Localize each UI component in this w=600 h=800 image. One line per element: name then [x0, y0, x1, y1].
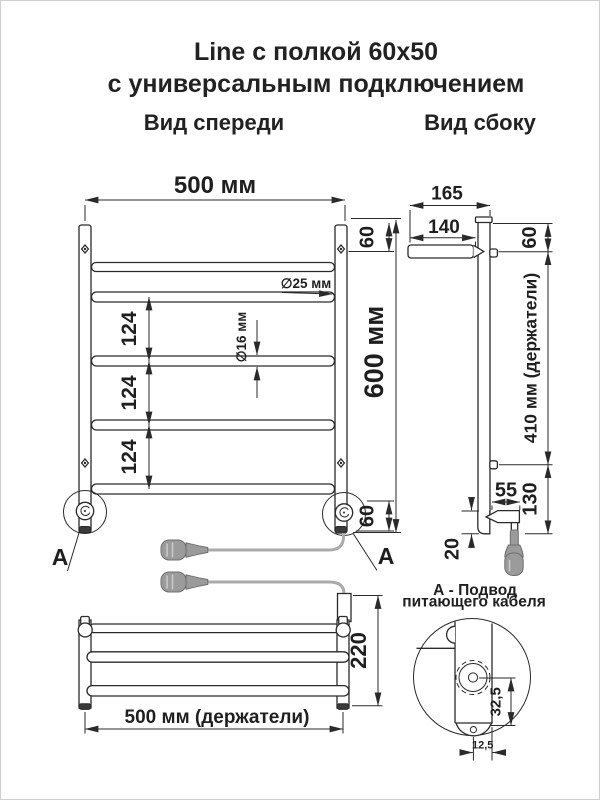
title-line-2: с универсальным подключением — [107, 70, 525, 98]
svg-text:∅25 мм: ∅25 мм — [281, 276, 332, 291]
post-bottom-cap — [78, 703, 92, 710]
shelf-rail — [86, 651, 350, 663]
side-shelf-tube — [407, 244, 475, 259]
dim-shelf-width: 500 мм (держатели) — [84, 707, 344, 734]
svg-text:500 мм (держатели): 500 мм (держатели) — [125, 707, 310, 728]
mount-screw — [80, 243, 90, 255]
dim-side-bracket-width: 55 — [491, 480, 521, 510]
svg-text:20: 20 — [442, 538, 464, 560]
shelf-weld-chevron — [473, 244, 486, 259]
detail-a-drawing: А - Подвод питающего кабеля 32,5 — [402, 582, 546, 761]
side-view-label: Вид сбоку — [424, 110, 536, 135]
page-title: Line с полкой 60x50 с универсальным подк… — [32, 36, 600, 100]
detail-circle — [413, 618, 531, 736]
holder-section-bump — [446, 625, 456, 644]
dim-side-bottom-span: 130 — [499, 464, 553, 535]
svg-text:55: 55 — [495, 480, 517, 502]
svg-text:124: 124 — [118, 311, 141, 346]
rung — [90, 419, 336, 431]
detail-marker-left: А — [52, 544, 69, 570]
dim-side-cable-offset: 20 — [442, 496, 479, 560]
cable-coil — [334, 503, 354, 522]
svg-text:124: 124 — [118, 439, 141, 474]
cable-upper — [207, 533, 345, 552]
rung — [90, 291, 336, 303]
post-bottom-cap — [79, 526, 91, 534]
detail-caption-line-1: А - Подвод — [433, 582, 517, 599]
svg-text:32,5: 32,5 — [488, 687, 505, 716]
side-post — [477, 221, 491, 513]
detail-marker-right: А — [378, 543, 395, 569]
front-right-post — [334, 224, 348, 534]
svg-text:130: 130 — [520, 482, 542, 515]
dim-detail-center-offset: 32,5 — [479, 677, 516, 726]
dim-side-shelf-depth: 140 — [409, 217, 476, 246]
front-view-label: Вид спереди — [143, 110, 285, 135]
power-plug-side — [504, 529, 524, 576]
svg-text:∅16 мм: ∅16 мм — [234, 312, 249, 363]
dim-rung-diameter: ∅16 мм — [234, 312, 261, 398]
shelf-rail — [86, 684, 350, 697]
svg-text:12,5: 12,5 — [472, 740, 493, 752]
svg-text:60: 60 — [357, 226, 379, 248]
dim-shelf-depth: 220 — [346, 595, 383, 707]
dim-tube-diameter: ∅25 мм — [281, 276, 333, 298]
power-cables — [160, 533, 346, 596]
power-plug-upper — [160, 539, 209, 561]
dim-side-top-offset: 60 — [493, 223, 553, 253]
post-bottom-cap — [335, 526, 347, 534]
wall-holder-bottom — [489, 460, 499, 470]
marker-leader-left — [67, 529, 81, 572]
detail-caption-line-2: питающего кабеля — [402, 594, 546, 611]
rung — [90, 355, 336, 367]
dim-rung-spacing: 124 124 124 — [118, 296, 153, 490]
svg-text:140: 140 — [428, 217, 460, 238]
rung — [90, 483, 336, 495]
shelf-view-drawing: 500 мм (держатели) 220 — [77, 592, 383, 734]
front-left-post — [78, 224, 92, 534]
svg-text:165: 165 — [431, 184, 463, 205]
shelf-rail — [88, 623, 348, 634]
rung — [90, 261, 336, 273]
svg-text:220: 220 — [346, 632, 371, 669]
mount-screw — [80, 457, 90, 469]
dim-front-top-offset: 60 — [348, 222, 394, 252]
dim-front-width: 500 мм — [84, 172, 346, 221]
svg-text:600 мм: 600 мм — [359, 306, 389, 399]
svg-text:60: 60 — [519, 226, 541, 248]
dim-front-bottom-offset: 60 — [356, 500, 394, 532]
detail-callout-circle-left — [63, 490, 107, 534]
dim-front-height: 600 мм — [351, 218, 401, 533]
shelf-post-joint — [335, 622, 351, 638]
cable-lower — [207, 580, 346, 596]
side-bottom-bracket — [484, 509, 521, 524]
dim-detail-cable-offset: 12,5 — [459, 727, 507, 761]
side-view-drawing: 165 140 60 410 мм (держатели) — [407, 184, 553, 576]
marker-leader-right — [353, 533, 378, 571]
svg-text:60: 60 — [357, 505, 379, 527]
dim-side-depth-total: 165 — [409, 184, 491, 243]
svg-text:124: 124 — [118, 375, 141, 410]
power-plug-lower — [160, 571, 209, 593]
wall-holder-top — [489, 248, 499, 258]
svg-text:410 мм (держатели): 410 мм (держатели) — [521, 273, 541, 443]
bottom-dome — [454, 722, 493, 737]
svg-text:500 мм: 500 мм — [174, 172, 256, 199]
shelf-post-joint — [77, 622, 93, 638]
post-bottom-cap — [336, 703, 350, 710]
cable-coil — [75, 501, 95, 521]
dim-side-holders-span: 410 мм (держатели) — [521, 251, 552, 465]
mount-screw — [336, 457, 346, 469]
side-post-cap — [474, 216, 493, 224]
front-view-drawing: А А 500 мм 600 мм 60 — [52, 172, 401, 572]
mount-screw — [336, 243, 346, 255]
title-line-1: Line с полкой 60x50 — [193, 38, 439, 66]
cable-gland — [510, 521, 519, 531]
side-bottom-piece — [477, 511, 491, 535]
